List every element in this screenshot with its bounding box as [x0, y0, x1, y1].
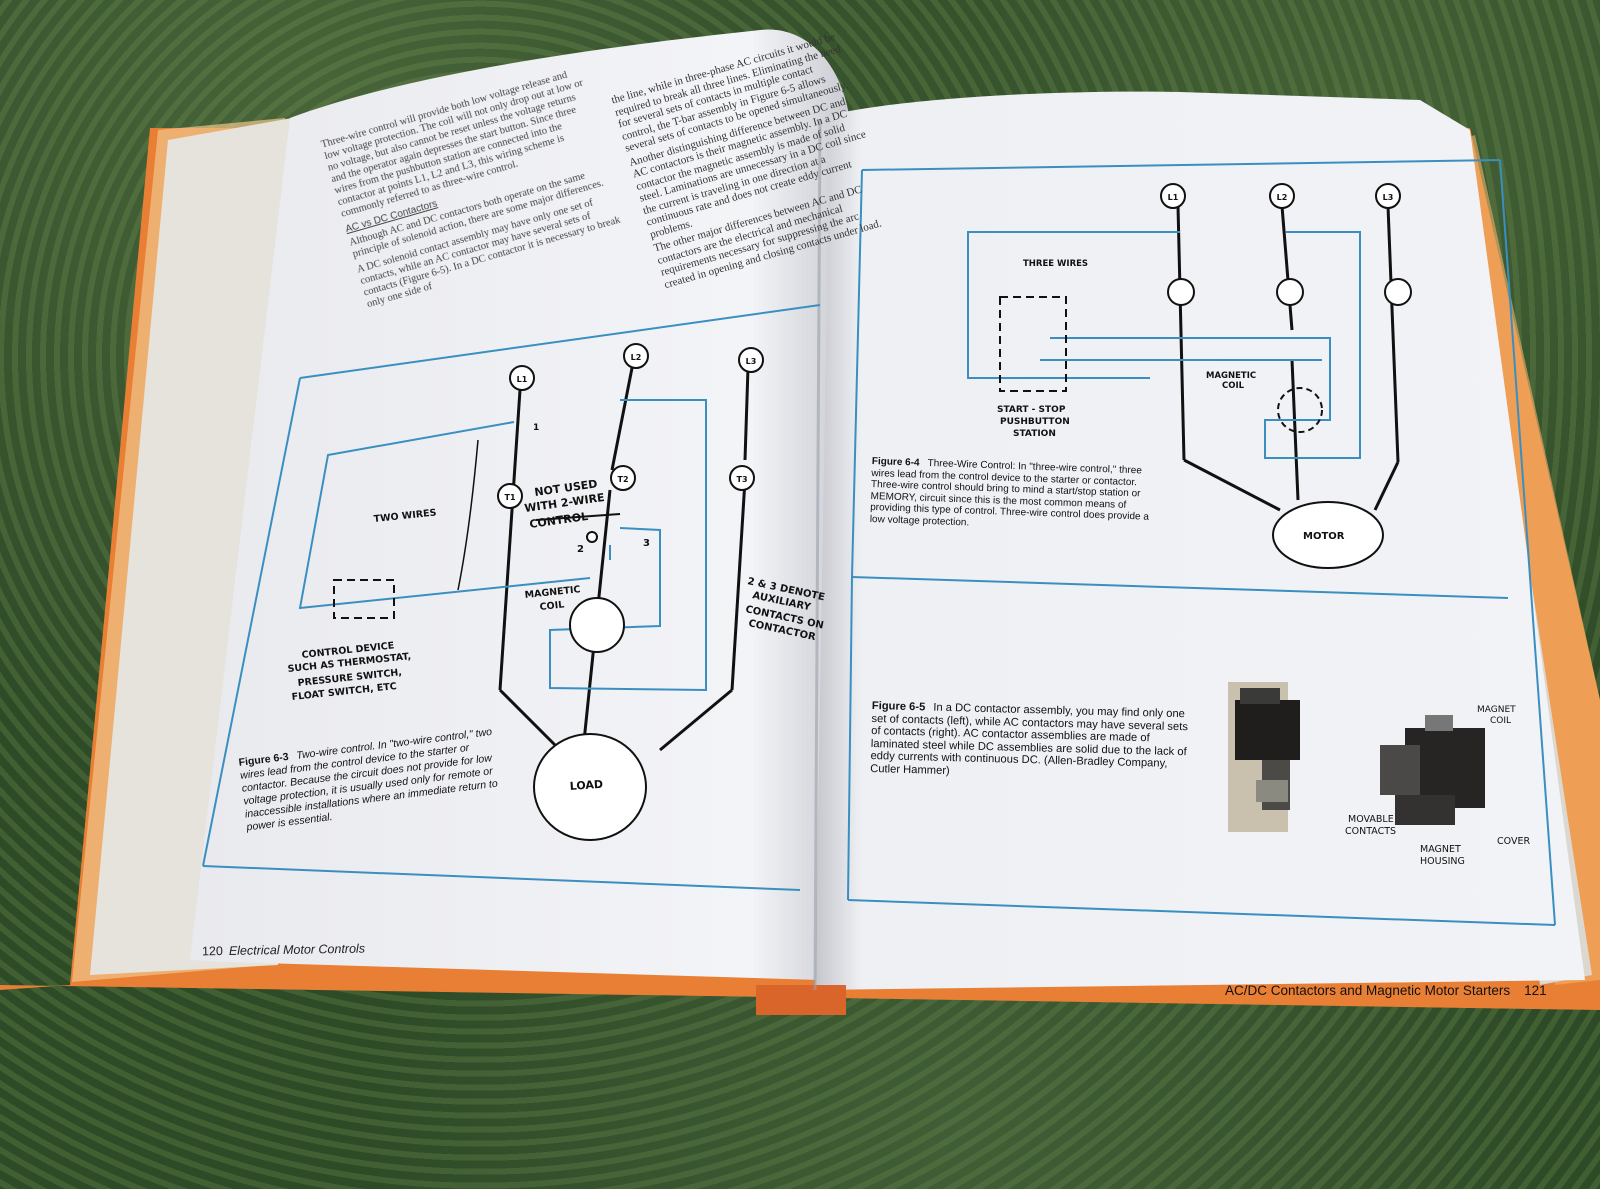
- svg-text:L3: L3: [1383, 193, 1394, 202]
- figure-6-4-labels: L1 L2 L3 THREE WIRES START - STOP PUSHBU…: [997, 193, 1393, 542]
- svg-text:PUSHBUTTON: PUSHBUTTON: [1000, 417, 1070, 427]
- svg-text:T2: T2: [617, 475, 628, 484]
- figure-6-5-label: Figure 6-5: [871, 700, 926, 714]
- svg-text:MOTOR: MOTOR: [1303, 531, 1345, 542]
- magnetic-coil-6-4: [1277, 387, 1323, 433]
- l2-terminal-6-4: [1269, 183, 1295, 209]
- figure-6-4-frame: [847, 159, 1556, 926]
- figure-6-3-circuit: [498, 367, 750, 781]
- svg-text:CONTACTS: CONTACTS: [1345, 826, 1396, 837]
- left-page-running-title: Electrical Motor Controls: [228, 941, 366, 958]
- svg-text:HOUSING: HOUSING: [1420, 856, 1465, 867]
- left-page-footer: 120 Electrical Motor Controls: [202, 942, 365, 959]
- svg-text:MOVABLE: MOVABLE: [1348, 814, 1394, 825]
- svg-text:MAGNET: MAGNET: [1420, 844, 1461, 855]
- svg-text:COIL: COIL: [1222, 381, 1245, 391]
- magnetic-coil-6-3: [569, 597, 625, 653]
- l2-terminal: [623, 343, 649, 369]
- t3-terminal: [729, 465, 755, 491]
- control-device-box: [333, 579, 395, 619]
- overload-1: [1167, 278, 1195, 306]
- contact-2-dot: [586, 531, 598, 543]
- overload-3: [1384, 278, 1412, 306]
- pushbutton-station-box: [999, 296, 1067, 392]
- l3-terminal: [738, 347, 764, 373]
- svg-text:L1: L1: [517, 375, 528, 384]
- svg-text:STATION: STATION: [1013, 429, 1056, 439]
- figure-6-5-labels: MAGNET COIL MOVABLE CONTACTS COVER MAGNE…: [1345, 705, 1530, 867]
- svg-text:MAGNET: MAGNET: [1477, 705, 1516, 715]
- svg-text:LOAD: LOAD: [569, 778, 603, 793]
- right-page-footer: AC/DC Contactors and Magnetic Motor Star…: [1225, 983, 1547, 998]
- right-page-number: 121: [1524, 983, 1547, 998]
- figure-6-5-caption-text: In a DC contactor assembly, you may find…: [870, 701, 1189, 777]
- figure-6-3-frame: [202, 304, 821, 891]
- svg-text:T1: T1: [504, 493, 515, 502]
- right-page-running-title: AC/DC Contactors and Magnetic Motor Star…: [1225, 983, 1511, 998]
- svg-text:1: 1: [533, 423, 539, 433]
- svg-text:L1: L1: [1168, 193, 1179, 202]
- overload-2: [1276, 278, 1304, 306]
- svg-text:MAGNETIC: MAGNETIC: [1206, 371, 1256, 381]
- svg-text:COIL: COIL: [1490, 716, 1511, 726]
- figure-6-4-control-wiring: [967, 231, 1361, 459]
- right-page: [815, 91, 1585, 990]
- svg-text:THREE WIRES: THREE WIRES: [1023, 259, 1088, 269]
- svg-text:COIL: COIL: [539, 599, 565, 613]
- motor-circle: [1272, 501, 1384, 569]
- l1-terminal-6-4: [1160, 183, 1186, 209]
- svg-text:L2: L2: [631, 353, 642, 362]
- svg-text:2: 2: [577, 544, 584, 555]
- left-page-number: 120: [201, 944, 223, 959]
- load-circle: [533, 733, 647, 841]
- l1-terminal: [509, 365, 535, 391]
- svg-text:L2: L2: [1277, 193, 1288, 202]
- l3-terminal-6-4: [1375, 183, 1401, 209]
- figure-6-4-circuit: [1176, 205, 1400, 512]
- svg-text:3: 3: [643, 538, 650, 549]
- t2-terminal: [610, 465, 636, 491]
- svg-text:COVER: COVER: [1497, 836, 1530, 847]
- dc-contactor-photo: [1228, 682, 1300, 832]
- svg-text:T3: T3: [736, 475, 747, 484]
- ac-contactor-photo: [1380, 715, 1485, 825]
- t1-terminal: [497, 483, 523, 509]
- figure-6-3-control-wiring: [298, 399, 707, 692]
- svg-text:L3: L3: [746, 357, 757, 366]
- svg-text:START - STOP: START - STOP: [997, 405, 1066, 415]
- figure-6-4-caption-text: Three-Wire Control: In "three-wire contr…: [869, 457, 1150, 528]
- left-page: [190, 29, 850, 980]
